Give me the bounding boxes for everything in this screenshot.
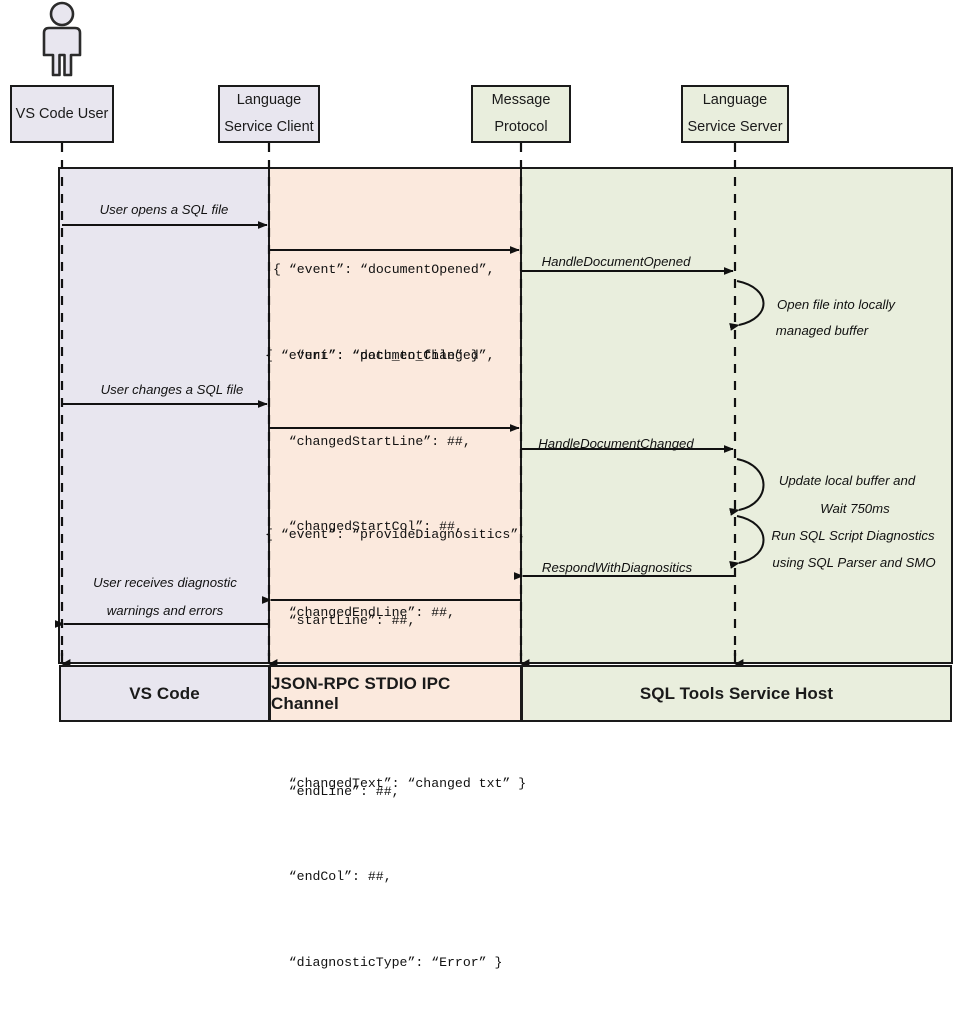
payload-line: “changedStartLine”: ##,: [265, 433, 471, 449]
self-call-arcs: [729, 280, 765, 569]
note-open-file-line2: managed buffer: [775, 323, 869, 338]
lane-footer-vs-code[interactable]: VS Code: [59, 665, 270, 722]
note-update-buffer-line1: Update local buffer and: [778, 473, 916, 488]
payload-provide-diagnostics: { “event”: “provideDiagnositics”, “start…: [265, 464, 526, 1034]
message-arrows: [54, 221, 735, 628]
participant-message-protocol[interactable]: Message Protocol: [471, 85, 571, 143]
participant-language-service-client[interactable]: Language Service Client: [218, 85, 320, 143]
payload-line: “endCol”: ##,: [265, 869, 392, 884]
lane-band-vscode: [58, 167, 270, 664]
lane-label: SQL Tools Service Host: [639, 683, 834, 703]
payload-document-opened: { “event”: “documentOpened”, “uri”: “pat…: [273, 199, 495, 427]
note-update-buffer-line2: Wait 750ms: [820, 501, 890, 516]
self-arc-open-file: [729, 280, 765, 331]
lifeline-end-arrows: [60, 650, 744, 669]
message-label-handle-document-opened: HandleDocumentOpened: [541, 254, 691, 269]
payload-line: { “event”: “provideDiagnositics”,: [265, 527, 527, 542]
participant-label-line1: Message: [491, 92, 551, 109]
message-label-user-receives-line2: warnings and errors: [106, 603, 224, 618]
participant-label-line1: Language: [236, 92, 302, 109]
message-label-handle-document-changed: HandleDocumentChanged: [538, 436, 694, 451]
participant-language-service-server[interactable]: Language Service Server: [681, 85, 789, 143]
lane-band-host: [520, 167, 953, 664]
lane-label: JSON-RPC STDIO IPC Channel: [271, 673, 451, 713]
note-run-diagnostics-line2: using SQL Parser and SMO: [772, 555, 936, 570]
note-open-file-line1: Open file into locally: [776, 297, 896, 312]
participant-vs-code-user[interactable]: VS Code User: [10, 85, 114, 143]
participant-label: VS Code User: [15, 105, 109, 122]
payload-line: { “event”: “documentOpened”,: [273, 262, 495, 277]
participant-label-line2: Service Client: [224, 119, 314, 135]
note-run-diagnostics-line1: Run SQL Script Diagnostics: [771, 528, 935, 543]
diagram-vector-layer: [42, 1, 953, 669]
lifelines: [60, 143, 737, 656]
lane-footer-sql-tools-service-host[interactable]: SQL Tools Service Host: [521, 665, 952, 722]
payload-line: “uri”: “path_to_file” }: [273, 347, 479, 363]
lane-label: VS Code: [129, 683, 200, 703]
payload-line: { “event”: “documentChanged”,: [265, 348, 495, 363]
payload-line: “changedEndLine”: ##,: [265, 604, 455, 620]
payload-line: “changedStartCol”: ##,: [265, 519, 463, 534]
message-label-respond-with-diagnostics: RespondWithDiagnositics: [541, 560, 693, 575]
message-label-user-opens: User opens a SQL file: [99, 202, 229, 217]
payload-line: “startLine”: ##,: [265, 612, 416, 628]
payload-line: “endLine”: ##,: [265, 783, 400, 799]
sequence-diagram-canvas: VS Code User Language Service Client Mes…: [10, 1, 953, 970]
message-label-user-receives-line1: User receives diagnostic: [93, 575, 237, 590]
participant-label-line1: Language: [702, 92, 768, 109]
self-arc-update-buffer: [729, 458, 765, 516]
participant-label-line2: Protocol: [494, 119, 548, 135]
lane-footer-ipc-channel[interactable]: JSON-RPC STDIO IPC Channel: [269, 665, 522, 722]
message-label-user-changes: User changes a SQL file: [100, 382, 244, 397]
self-arc-run-diagnostics: [729, 515, 765, 569]
payload-line: “diagnosticType”: “Error” }: [265, 954, 503, 970]
stick-figure-actor: [42, 1, 82, 77]
participant-label-line2: Service Server: [687, 119, 783, 135]
